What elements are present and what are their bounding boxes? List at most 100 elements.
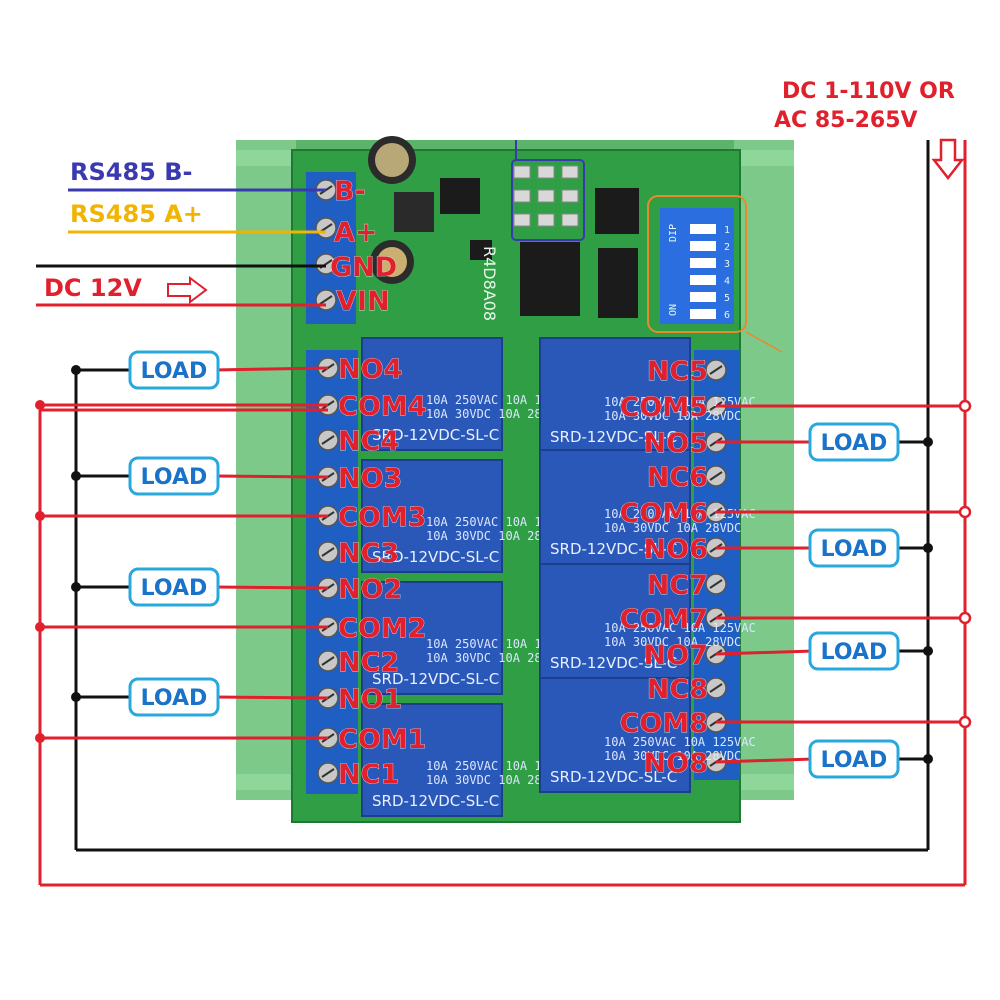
junction-dot [35, 511, 45, 521]
junction-dot [71, 365, 81, 375]
right-terminal-label: NC6 [647, 462, 708, 493]
dip-label: DIP [668, 224, 679, 242]
dip-key-3[interactable] [690, 258, 716, 268]
relay-rating-2: 10A 30VDC 10A 28VDC [604, 749, 741, 763]
dip-position-number: 4 [724, 276, 730, 287]
relay-model: SRD-12VDC-SL-C [550, 654, 677, 672]
wire [213, 695, 329, 700]
relay-rating-2: 10A 30VDC 10A 28VDC [604, 521, 741, 535]
dip-on-label: ON [668, 304, 679, 316]
relay-model: SRD-12VDC-SL-C [372, 548, 499, 566]
left-terminal-label: NC3 [338, 538, 399, 569]
dip-key-6[interactable] [690, 309, 716, 319]
led-indicator-block [511, 140, 585, 241]
left-terminal-label: NO2 [338, 574, 402, 605]
relay-model: SRD-12VDC-SL-C [550, 768, 677, 786]
right-terminal-label: COM8 [620, 708, 708, 739]
load-label: LOAD [141, 686, 208, 711]
right-terminal-label: NO5 [644, 428, 708, 459]
dip-position-number: 6 [724, 310, 730, 321]
power-label-line-1: DC 1-110V OR [782, 79, 955, 104]
junction-dot [35, 622, 45, 632]
junction-dot [923, 437, 933, 447]
led-icon [513, 213, 531, 227]
load-box: LOAD [128, 677, 220, 717]
relay-model: SRD-12VDC-SL-C [372, 426, 499, 444]
relay-rating-2: 10A 30VDC 10A 28VDC [426, 773, 563, 787]
power-label-line-2: AC 85-265V [774, 108, 918, 133]
right-terminal-block [694, 350, 740, 780]
left-terminal-label: COM1 [338, 724, 426, 755]
right-terminal-label: NO6 [644, 534, 708, 565]
right-terminal-label: NC7 [647, 570, 708, 601]
junction-dot [923, 754, 933, 764]
led-icon [513, 165, 531, 179]
dc-input-arrow-icon [167, 276, 208, 304]
relay-rating-1: 10A 250VAC 10A 125VAC [604, 735, 756, 749]
dip-key-5[interactable] [690, 292, 716, 302]
dip-position-number: 3 [724, 259, 730, 270]
junction-dot [71, 471, 81, 481]
left-terminal-label: NC2 [338, 647, 399, 678]
relay-rating-2: 10A 30VDC 10A 28VDC [426, 651, 563, 665]
left-terminal-label: COM2 [338, 613, 426, 644]
dip-position-number: 5 [724, 293, 730, 304]
load-box: LOAD [128, 456, 220, 496]
wire [715, 757, 815, 764]
dip-key-4[interactable] [690, 275, 716, 285]
right-terminal-label: NC8 [647, 674, 708, 705]
wire [715, 649, 815, 656]
led-icon [537, 213, 555, 227]
relay-rating-2: 10A 30VDC 10A 28VDC [604, 409, 741, 423]
input-label-dc12v: DC 12V [44, 274, 142, 302]
board-model: R4D8A08 [480, 246, 499, 321]
load-label: LOAD [821, 748, 888, 773]
relay-rating-2: 10A 30VDC 10A 28VDC [604, 635, 741, 649]
ic-chips [394, 178, 639, 318]
led-icon [561, 213, 579, 227]
left-terminal-block [306, 350, 358, 794]
left-terminal-label: NC1 [338, 759, 399, 790]
right-terminal-label: NO7 [644, 640, 708, 671]
relay-model: SRD-12VDC-SL-C [372, 792, 499, 810]
led-icon [537, 189, 555, 203]
dip-key-1[interactable] [690, 224, 716, 234]
load-box: LOAD [128, 567, 220, 607]
load-label: LOAD [141, 576, 208, 601]
left-terminal-label: NO4 [338, 354, 402, 385]
wire [213, 474, 329, 479]
load-label: LOAD [141, 465, 208, 490]
dip-position-number: 2 [724, 242, 730, 253]
left-terminal-label: COM4 [338, 391, 426, 422]
dip-key-2[interactable] [690, 241, 716, 251]
wire [213, 585, 329, 590]
led-icon [561, 165, 579, 179]
input-terminal-label: VIN [336, 286, 390, 317]
input-terminal-label: GND [330, 252, 397, 283]
load-label: LOAD [141, 359, 208, 384]
wire [213, 366, 329, 372]
input-terminal-label: B- [334, 176, 366, 207]
junction-dot [35, 400, 45, 410]
relay-model: SRD-12VDC-SL-C [550, 428, 677, 446]
junction-ring [958, 399, 972, 413]
relay-rating-2: 10A 30VDC 10A 28VDC [426, 529, 563, 543]
power-input-arrow-icon [931, 138, 965, 181]
junction-dot [71, 582, 81, 592]
load-box: LOAD [808, 739, 900, 779]
right-terminal-label: NC5 [647, 356, 708, 387]
load-box: LOAD [808, 528, 900, 568]
left-terminal-label: NO3 [338, 463, 402, 494]
junction-ring [958, 715, 972, 729]
right-terminal-label: COM6 [620, 498, 708, 529]
capacitor-icon [368, 136, 416, 284]
right-terminal-label: NO8 [644, 748, 708, 779]
relay-model: SRD-12VDC-SL-C [550, 540, 677, 558]
left-terminal-label: NC4 [338, 426, 399, 457]
